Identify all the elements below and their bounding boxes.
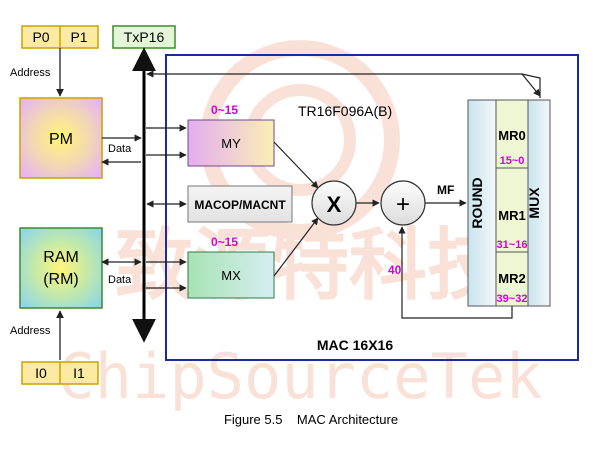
svg-text:15~0: 15~0 xyxy=(500,155,525,167)
ram-block: RAM (RM) xyxy=(19,227,103,309)
mx-range: 0~15 xyxy=(211,235,238,249)
multiplier: X xyxy=(311,180,357,226)
svg-text:RAM: RAM xyxy=(43,249,79,266)
ram-data-link: Data xyxy=(101,258,142,286)
svg-text:(RM): (RM) xyxy=(43,271,79,288)
feedback-loop xyxy=(398,226,513,319)
svg-text:MX: MX xyxy=(221,268,241,283)
macop-macnt-register: MACOP/MACNT xyxy=(187,185,293,223)
pointer-box-bottom: I0 I1 xyxy=(21,361,99,385)
mr1-register: MR1 31~16 xyxy=(497,208,528,251)
mr0-register: MR0 15~0 xyxy=(498,128,525,167)
svg-text:MACOP/MACNT: MACOP/MACNT xyxy=(194,198,286,212)
svg-text:39~32: 39~32 xyxy=(497,293,528,305)
svg-text:MR0: MR0 xyxy=(498,128,525,143)
svg-text:31~16: 31~16 xyxy=(497,239,528,251)
pointer-p1: P1 xyxy=(70,29,87,45)
chip-label: TR16F096A(B) xyxy=(298,103,392,119)
pointer-p0: P0 xyxy=(32,29,49,45)
watermark-english: ChipSourceTek xyxy=(57,340,542,413)
svg-text:TxP16: TxP16 xyxy=(124,29,165,45)
accumulator-block: ROUND MUX xyxy=(467,99,551,307)
pointer-box-top: P0 P1 xyxy=(21,25,99,49)
adder: + xyxy=(380,180,426,226)
my-range: 0~15 xyxy=(211,103,238,117)
pointer-i0: I0 xyxy=(35,365,47,381)
mux-to-bus-line xyxy=(146,70,541,98)
watermark-chinese: 致源特科技 xyxy=(115,221,505,311)
svg-text:Data: Data xyxy=(108,143,132,155)
svg-text:X: X xyxy=(327,192,342,217)
pointer-i1: I1 xyxy=(73,365,85,381)
mac-title: MAC 16X16 xyxy=(317,337,393,353)
mf-label: MF xyxy=(437,183,454,197)
svg-text:+: + xyxy=(396,191,410,218)
figure-caption: Figure 5.5 MAC Architecture xyxy=(224,412,398,427)
mx-register: MX xyxy=(187,251,275,299)
mr2-register: MR2 39~32 xyxy=(497,271,528,305)
my-register: MY xyxy=(187,119,275,167)
mux-label: MUX xyxy=(526,187,542,219)
pm-data-link: Data xyxy=(101,134,142,166)
svg-text:PM: PM xyxy=(49,131,73,148)
address-label-bottom: Address xyxy=(10,325,51,337)
txp16-box: TxP16 xyxy=(112,25,176,49)
feedback-width: 40 xyxy=(388,263,402,277)
svg-text:MY: MY xyxy=(221,136,241,151)
svg-text:MR2: MR2 xyxy=(498,271,525,286)
pm-block: PM xyxy=(19,97,103,179)
svg-text:MR1: MR1 xyxy=(498,208,525,223)
address-label-top: Address xyxy=(10,67,51,79)
round-label: ROUND xyxy=(469,177,485,228)
svg-text:Data: Data xyxy=(108,274,132,286)
watermark: 致源特科技 ChipSourceTek xyxy=(57,40,543,413)
